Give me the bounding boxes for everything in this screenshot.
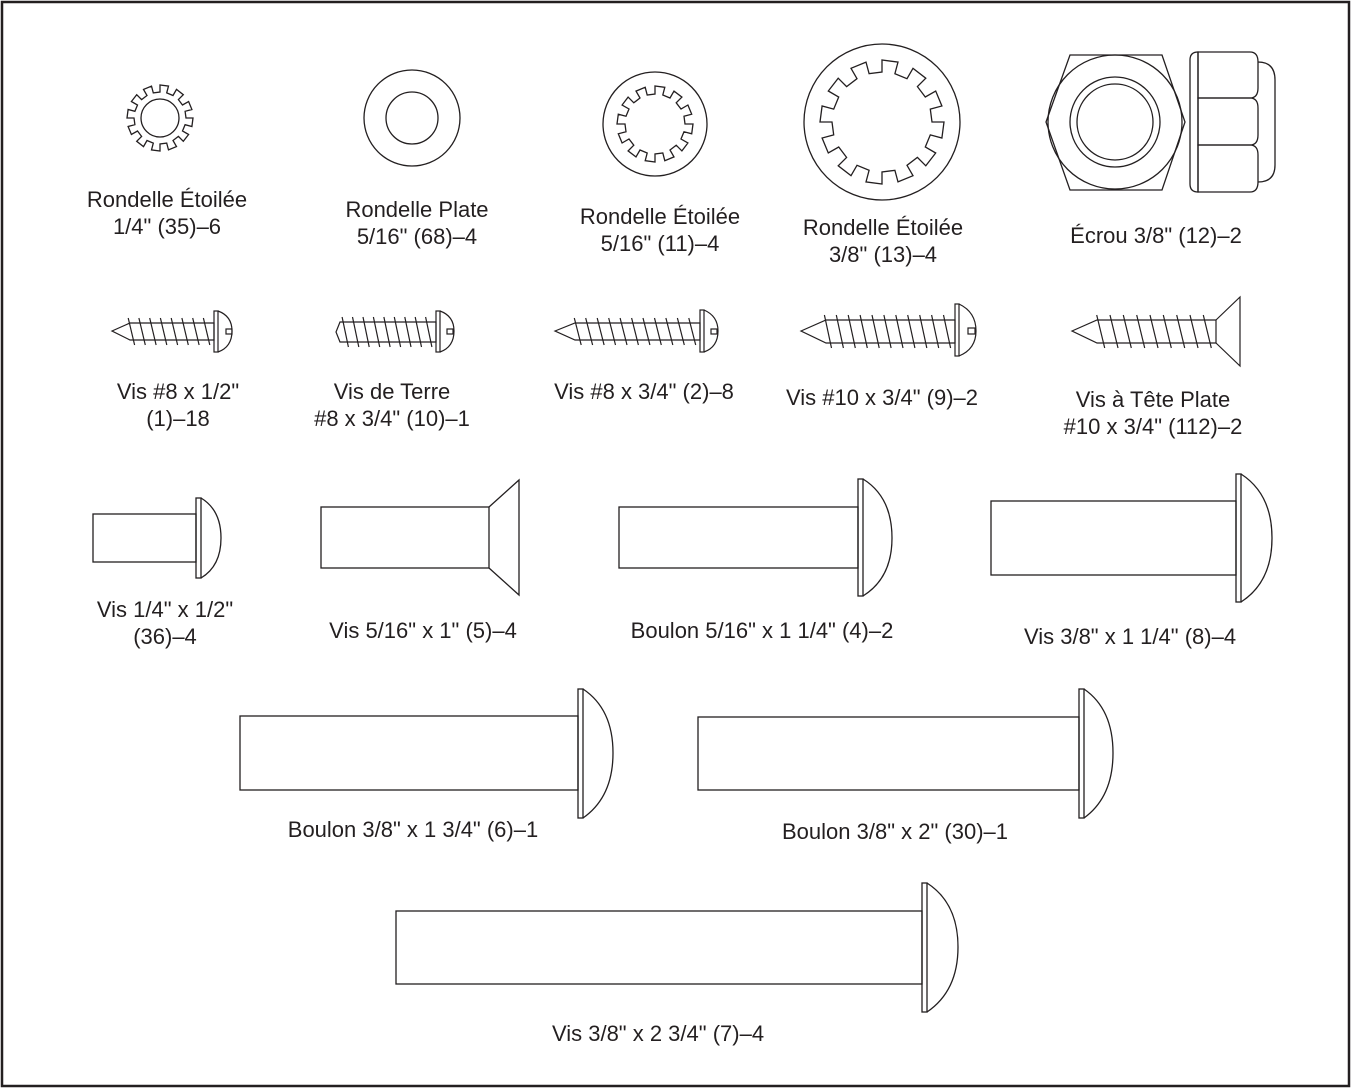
- label-screw-10-three-quarter: Vis #10 x 3/4" (9)–2: [785, 385, 979, 410]
- label-flat-head-screw: Vis à Tête Plate#10 x 3/4" (112)–2: [1063, 387, 1243, 439]
- label-ground-screw: Vis de Terre#8 x 3/4" (10)–1: [314, 379, 470, 431]
- label-screw-8-half: Vis #8 x 1/2"(1)–18: [116, 379, 240, 431]
- label-screw-3-8-two-three-quarter: Vis 3/8" x 2 3/4" (7)–4: [551, 1021, 765, 1046]
- label-screw-5-16-one: Vis 5/16" x 1" (5)–4: [329, 618, 517, 643]
- label-screw-quarter-half: Vis 1/4" x 1/2"(36)–4: [96, 597, 234, 649]
- label-screw-3-8-one-quarter: Vis 3/8" x 1 1/4" (8)–4: [1023, 624, 1237, 649]
- label-hex-nut: Écrou 3/8" (12)–2: [1070, 223, 1242, 248]
- label-screw-8-three-quarter: Vis #8 x 3/4" (2)–8: [554, 379, 734, 404]
- label-bolt-3-8-one-three-quarter: Boulon 3/8" x 1 3/4" (6)–1: [287, 817, 539, 842]
- label-bolt-5-16: Boulon 5/16" x 1 1/4" (4)–2: [630, 618, 894, 643]
- label-bolt-3-8-two: Boulon 3/8" x 2" (30)–1: [782, 819, 1008, 844]
